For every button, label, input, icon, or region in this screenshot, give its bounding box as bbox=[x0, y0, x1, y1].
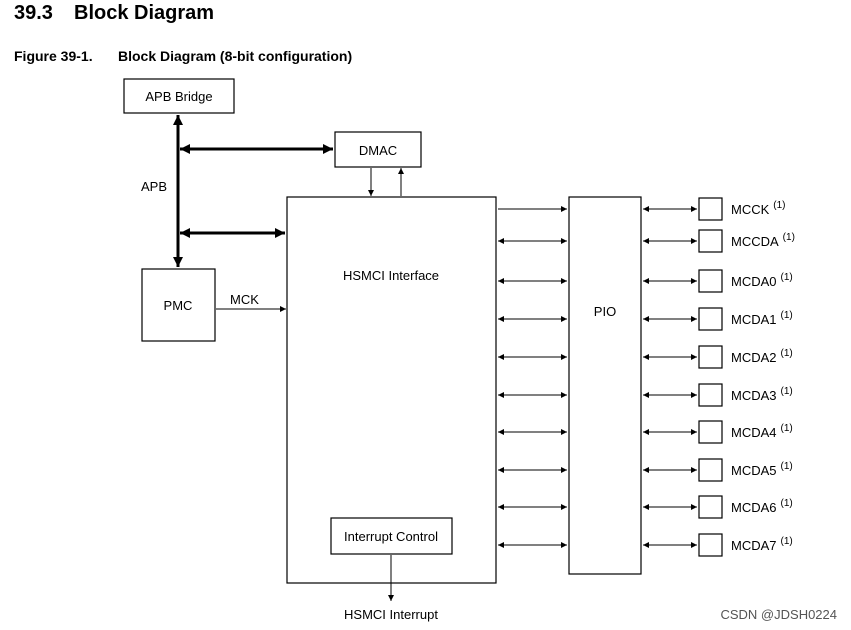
pin-note: (1) bbox=[781, 423, 793, 434]
interrupt-control-label: Interrupt Control bbox=[344, 529, 438, 544]
pmc-label: PMC bbox=[164, 298, 193, 313]
pin-row: MCDA4(1) bbox=[643, 420, 793, 444]
apb-label: APB bbox=[141, 179, 167, 194]
pin-name: MCDA4(1) bbox=[731, 423, 793, 440]
pin-pad bbox=[698, 345, 723, 369]
pin-row: MCCK(1) bbox=[643, 197, 786, 221]
figure-number: Figure 39-1. bbox=[14, 48, 93, 64]
pin-name: MCDA0(1) bbox=[731, 272, 793, 289]
pin-note: (1) bbox=[781, 461, 793, 472]
pin-pad bbox=[698, 229, 723, 253]
pin-row: MCDA0(1) bbox=[643, 269, 793, 293]
pin-note: (1) bbox=[781, 348, 793, 359]
pin-name: MCDA2(1) bbox=[731, 348, 793, 365]
pin-note: (1) bbox=[781, 272, 793, 283]
pin-note: (1) bbox=[781, 498, 793, 509]
watermark: CSDN @JDSH0224 bbox=[720, 607, 837, 622]
pin-pad bbox=[698, 495, 723, 519]
dmac-block: DMAC bbox=[334, 131, 422, 168]
pin-note: (1) bbox=[781, 310, 793, 321]
pin-pad bbox=[698, 307, 723, 331]
pin-row: MCCDA(1) bbox=[643, 229, 795, 253]
pio-label: PIO bbox=[594, 304, 616, 319]
pin-name: MCDA1(1) bbox=[731, 310, 793, 327]
apb-bridge-label: APB Bridge bbox=[145, 89, 212, 104]
pin-name: MCDA7(1) bbox=[731, 536, 793, 553]
pin-name: MCDA5(1) bbox=[731, 461, 793, 478]
section-title: 39.3 Block Diagram bbox=[14, 2, 214, 25]
pin-pad bbox=[698, 458, 723, 482]
pin-pad bbox=[698, 420, 723, 444]
mck-label: MCK bbox=[230, 292, 259, 307]
pin-row: MCDA6(1) bbox=[643, 495, 793, 519]
pin-row: MCDA2(1) bbox=[643, 345, 793, 369]
hsmci-interface-label: HSMCI Interface bbox=[343, 268, 439, 283]
pin-pad bbox=[698, 533, 723, 557]
pin-pad bbox=[698, 383, 723, 407]
section-number: 39.3 bbox=[14, 2, 53, 24]
section-title-text: Block Diagram bbox=[74, 2, 215, 24]
pin-note: (1) bbox=[783, 232, 795, 243]
hsmci-pio-connections bbox=[498, 206, 567, 548]
pin-note: (1) bbox=[781, 386, 793, 397]
pin-name: MCCDA(1) bbox=[731, 232, 795, 249]
pin-name: MCDA3(1) bbox=[731, 386, 793, 403]
pin-name: MCCK(1) bbox=[731, 200, 786, 217]
dmac-label: DMAC bbox=[359, 143, 397, 158]
pin-note: (1) bbox=[781, 536, 793, 547]
pin-row: MCDA7(1) bbox=[643, 533, 793, 557]
figure-caption: Figure 39-1. Block Diagram (8-bit configu… bbox=[14, 48, 352, 64]
pmc-block: PMC bbox=[141, 268, 216, 342]
figure-title: Block Diagram (8-bit configuration) bbox=[118, 48, 353, 64]
pin-name: MCDA6(1) bbox=[731, 498, 793, 515]
apb-bridge-block: APB Bridge bbox=[123, 78, 235, 114]
pin-row: MCDA5(1) bbox=[643, 458, 793, 482]
interrupt-control-block: Interrupt Control bbox=[330, 517, 453, 555]
pin-pad bbox=[698, 269, 723, 293]
pin-note: (1) bbox=[773, 200, 785, 211]
pio-block: PIO bbox=[568, 196, 642, 575]
hsmci-interrupt-label: HSMCI Interrupt bbox=[344, 607, 438, 622]
pin-list: MCCK(1) MCCDA(1) MCDA0(1) MCDA1(1) MCDA2(1) M… bbox=[643, 197, 795, 557]
pin-row: MCDA1(1) bbox=[643, 307, 793, 331]
pin-row: MCDA3(1) bbox=[643, 383, 793, 407]
pin-pad bbox=[698, 197, 723, 221]
